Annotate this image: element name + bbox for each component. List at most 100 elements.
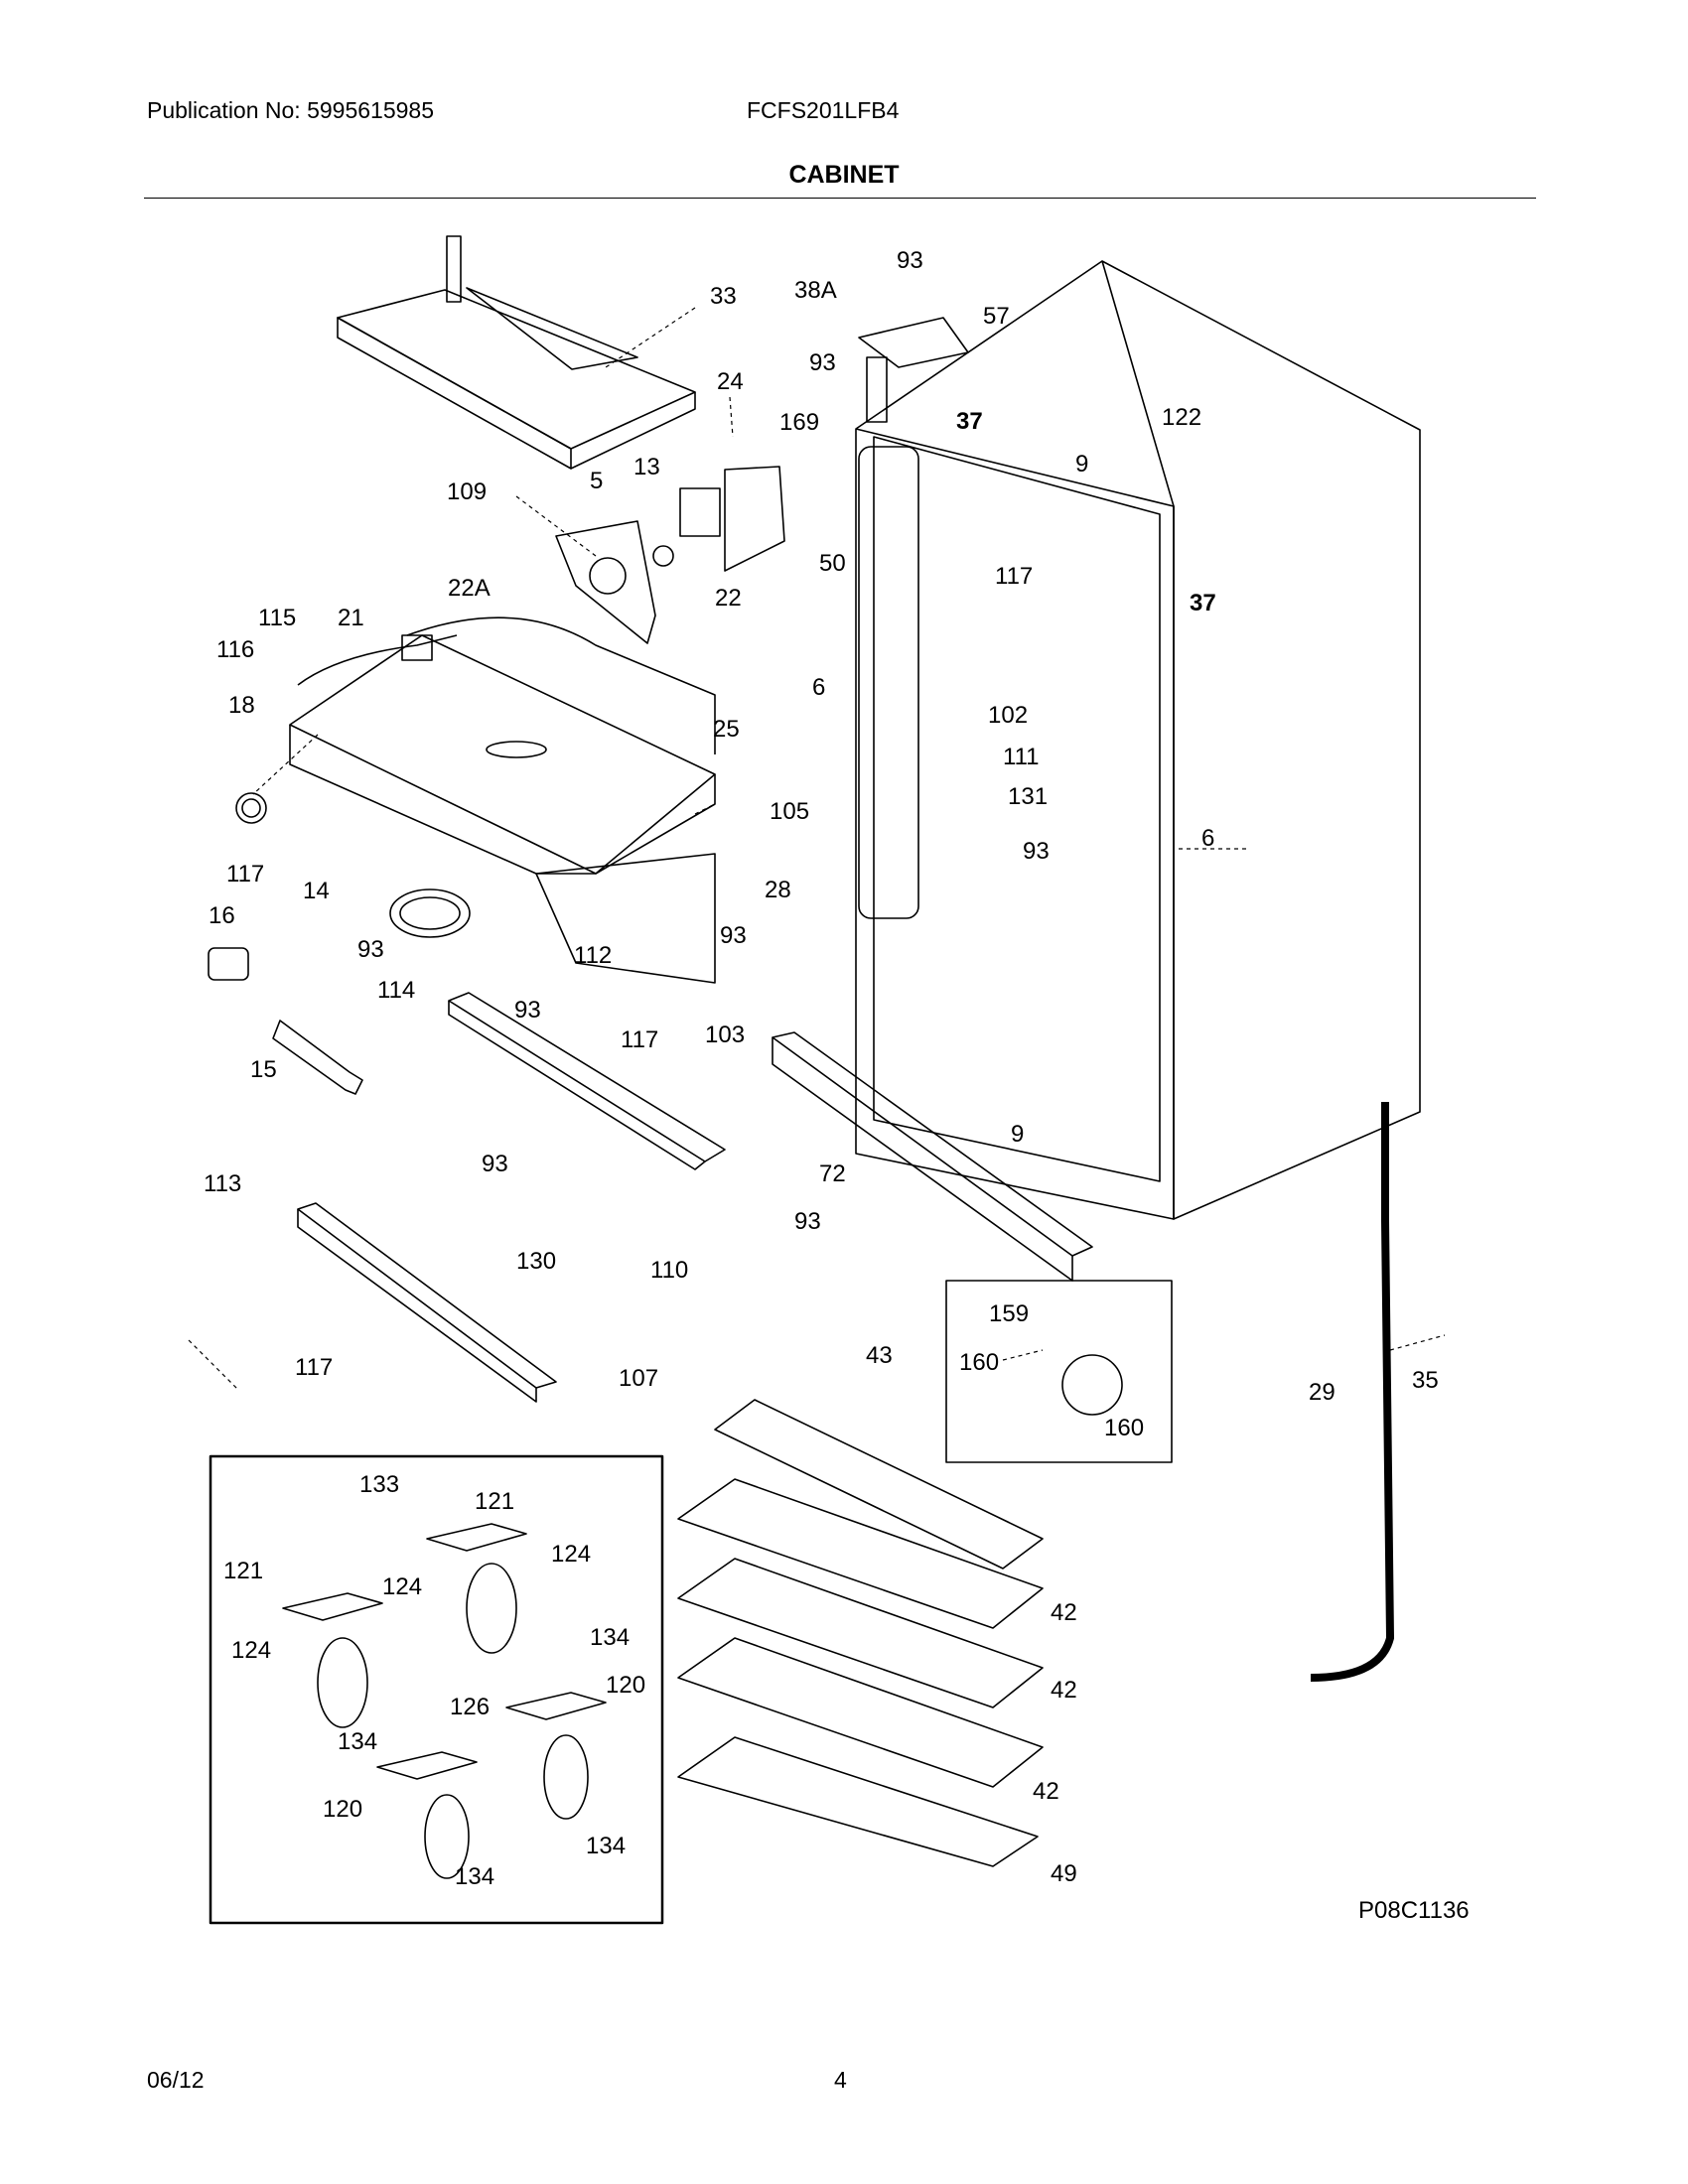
toe-grille-bar — [448, 992, 726, 1170]
callout-label: 16 — [209, 902, 235, 929]
callout-label: 160 — [959, 1349, 999, 1376]
callout-label: 169 — [779, 409, 819, 436]
callout-label: 115 — [258, 605, 296, 631]
callout-label: 49 — [1051, 1860, 1077, 1887]
kickplate — [772, 1031, 1093, 1282]
callout-label: 5 — [590, 468, 603, 494]
callout-label: 124 — [551, 1541, 591, 1568]
callout-label: 37 — [1190, 590, 1216, 616]
callout-label: 14 — [303, 878, 330, 904]
model-number: FCFS201LFB4 — [747, 97, 900, 123]
callout-label: 134 — [586, 1833, 626, 1859]
callout-label: 37 — [956, 408, 983, 435]
wire-shelves — [677, 1399, 1044, 1867]
casters — [282, 1523, 607, 1879]
callout-label: 42 — [1051, 1599, 1077, 1626]
diagram-reference-code: P08C1136 — [1358, 1897, 1470, 1924]
fan-motor-bracket — [555, 466, 785, 644]
publication-number: Publication No: 5995615985 — [147, 97, 435, 123]
callout-label: 93 — [357, 936, 384, 963]
callout-label: 25 — [713, 716, 740, 743]
callout-label: 117 — [295, 1354, 333, 1381]
callout-label: 43 — [866, 1342, 893, 1369]
callout-label: 105 — [770, 798, 809, 825]
callout-label: 122 — [1162, 404, 1201, 431]
callout-label: 42 — [1051, 1677, 1077, 1704]
callout-label: 6 — [1201, 825, 1214, 852]
callout-label: 117 — [226, 861, 264, 887]
thermostat-dial — [1061, 1354, 1123, 1416]
drain-hose — [1310, 1102, 1394, 1682]
callout-label: 114 — [377, 977, 415, 1004]
drain-grille — [297, 1202, 557, 1403]
callout-label: 159 — [989, 1300, 1029, 1327]
top-hinge — [858, 317, 969, 423]
callout-label: 18 — [228, 692, 255, 719]
callout-label: 126 — [450, 1694, 490, 1720]
callout-label: 117 — [995, 563, 1033, 590]
callout-labels: 93 38A 33 57 24 93 37 122 169 5 13 109 9… — [204, 247, 1439, 1890]
evaporator-cover — [289, 616, 716, 875]
callout-label: 103 — [705, 1022, 745, 1048]
callout-label: 93 — [897, 247, 923, 274]
callout-label: 130 — [516, 1248, 556, 1275]
callout-label: 107 — [619, 1365, 658, 1392]
callout-label: 38A — [794, 277, 837, 304]
callout-label: 131 — [1008, 783, 1048, 810]
footer-date: 06/12 — [147, 2067, 205, 2093]
callout-label: 113 — [204, 1170, 241, 1197]
callout-label: 35 — [1412, 1367, 1439, 1394]
small-parts — [208, 792, 471, 1095]
callout-label: 121 — [223, 1558, 263, 1584]
callout-label: 133 — [359, 1471, 399, 1498]
part-illustrations — [188, 235, 1446, 1925]
callout-label: 9 — [1011, 1121, 1024, 1148]
callout-label: 57 — [983, 303, 1010, 330]
callout-label: 15 — [250, 1056, 277, 1083]
callout-label: 28 — [765, 877, 791, 903]
leader-lines — [188, 307, 1446, 1391]
callout-label: 33 — [710, 283, 737, 310]
callout-label: 117 — [621, 1026, 658, 1053]
callout-label: 6 — [812, 674, 825, 701]
callout-label: 50 — [819, 550, 846, 577]
callout-label: 93 — [514, 997, 541, 1024]
callout-label: 134 — [338, 1728, 377, 1755]
callout-label: 9 — [1075, 451, 1088, 478]
callout-label: 111 — [1003, 744, 1039, 770]
callout-label: 124 — [382, 1573, 422, 1600]
callout-label: 121 — [475, 1488, 514, 1515]
callout-label: 72 — [819, 1160, 846, 1187]
callout-label: 124 — [231, 1637, 271, 1664]
callout-label: 116 — [216, 636, 254, 663]
header-rule — [144, 198, 1536, 199]
callout-label: 13 — [633, 454, 660, 480]
callout-label: 109 — [447, 478, 487, 505]
callout-label: 22 — [715, 585, 742, 612]
callout-label: 134 — [590, 1624, 630, 1651]
section-title: CABINET — [788, 161, 900, 189]
cabinet-body — [855, 260, 1421, 1220]
callout-label: 102 — [988, 702, 1028, 729]
callout-label: 29 — [1309, 1379, 1336, 1406]
page-number: 4 — [834, 2067, 847, 2093]
callout-label: 93 — [794, 1208, 821, 1235]
thermostat-detail-box — [945, 1280, 1173, 1463]
callout-label: 42 — [1033, 1778, 1059, 1805]
callout-label: 24 — [717, 368, 744, 395]
callout-label: 160 — [1104, 1415, 1144, 1441]
callout-label: 110 — [650, 1257, 688, 1284]
callout-label: 22A — [448, 575, 491, 602]
callout-label: 93 — [1023, 838, 1050, 865]
callout-label: 93 — [720, 922, 747, 949]
callout-label: 120 — [323, 1796, 362, 1823]
callout-label: 120 — [606, 1672, 645, 1699]
callout-label: 93 — [809, 349, 836, 376]
top-cover-part — [337, 235, 696, 470]
back-panel — [535, 853, 716, 984]
callout-label: 112 — [574, 942, 612, 969]
callout-label: 93 — [482, 1151, 508, 1177]
callout-label: 21 — [338, 605, 364, 631]
callout-label: 134 — [455, 1863, 494, 1890]
